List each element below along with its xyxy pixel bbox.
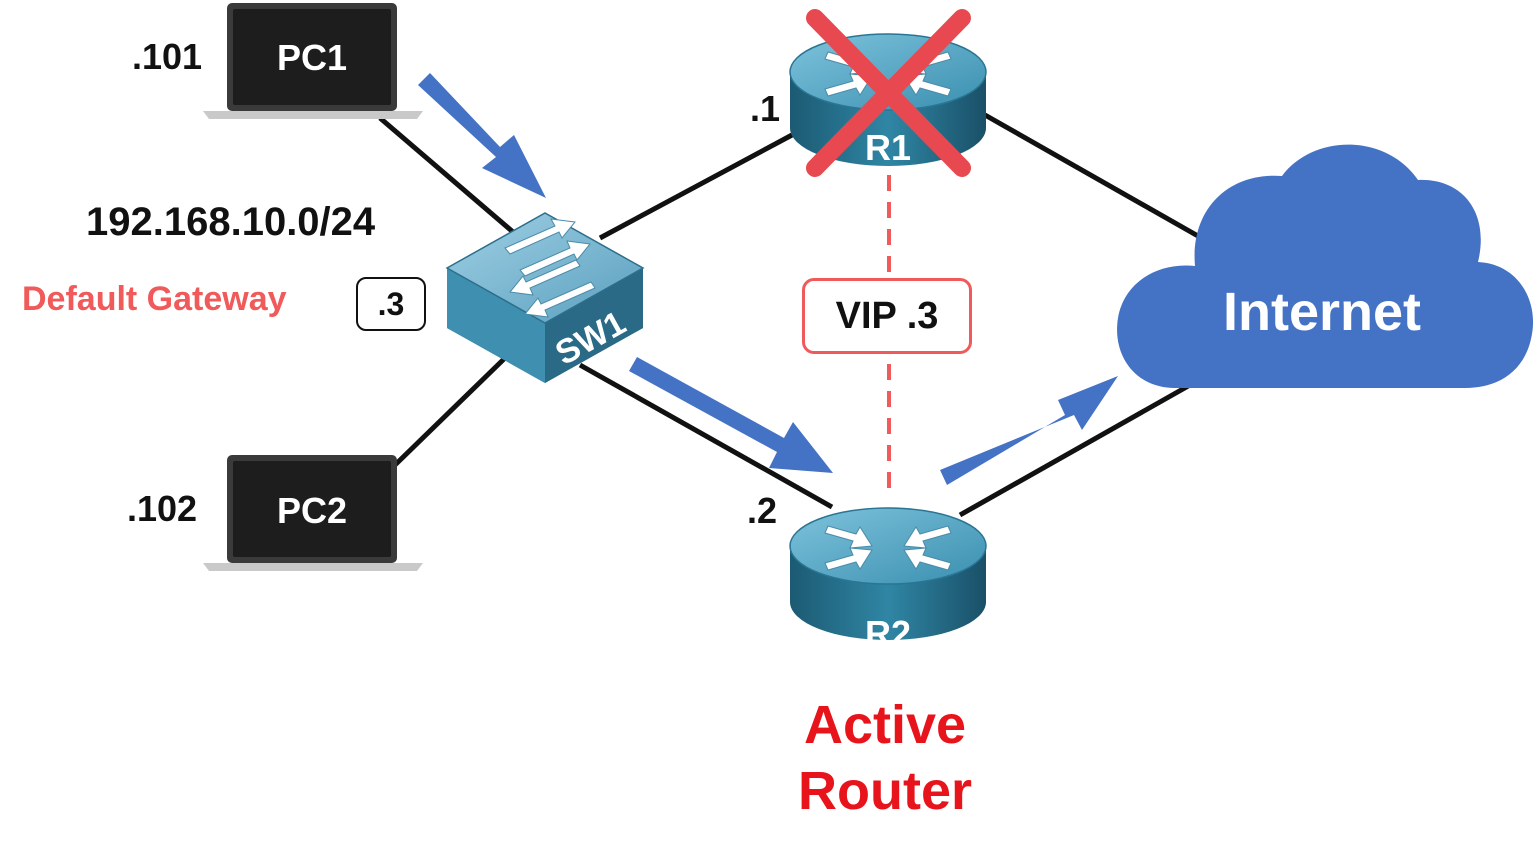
arrow-r2-to-internet-icon (940, 376, 1118, 485)
internet-cloud-icon[interactable]: Internet (1117, 144, 1534, 388)
link-sw1-r2 (578, 362, 834, 510)
active-router-line1: Active (803, 695, 967, 755)
failure-x-icon (806, 9, 971, 177)
pc2-ip-label: .102 (127, 488, 198, 529)
pc2-label: PC2 (277, 490, 347, 531)
link-sw1-r1 (598, 132, 794, 241)
r2-label: R2 (865, 613, 911, 654)
arrow-sw1-to-r2-icon (629, 357, 833, 473)
vip-label: VIP .3 (802, 278, 972, 354)
link-r1-internet (983, 112, 1207, 243)
r2-ip-label: .2 (747, 490, 778, 531)
pc1-laptop-icon[interactable]: PC1 (203, 3, 423, 119)
r1-ip-label: .1 (750, 88, 781, 129)
pc1-label: PC1 (277, 37, 347, 78)
pc1-ip-label: .101 (132, 36, 203, 77)
link-r2-internet (958, 382, 1192, 518)
default-gateway-value: .3 (356, 277, 426, 331)
active-router-label: Active Router (760, 692, 1010, 824)
default-gateway-label: Default Gateway (22, 280, 287, 318)
link-pc2-sw1 (393, 356, 507, 467)
traffic-arrows (418, 73, 1118, 485)
links (378, 112, 1207, 518)
link-pc1-sw1 (378, 116, 522, 240)
arrow-pc1-to-sw1-icon (418, 73, 546, 198)
r2-router-icon[interactable]: R2 (789, 507, 987, 654)
sw1-switch-icon[interactable]: SW1 (445, 212, 645, 383)
r1-label: R1 (865, 127, 911, 168)
internet-label: Internet (1223, 282, 1421, 342)
pc2-laptop-icon[interactable]: PC2 (203, 455, 423, 571)
active-router-line2: Router (798, 761, 972, 821)
subnet-label: 192.168.10.0/24 (86, 200, 376, 244)
